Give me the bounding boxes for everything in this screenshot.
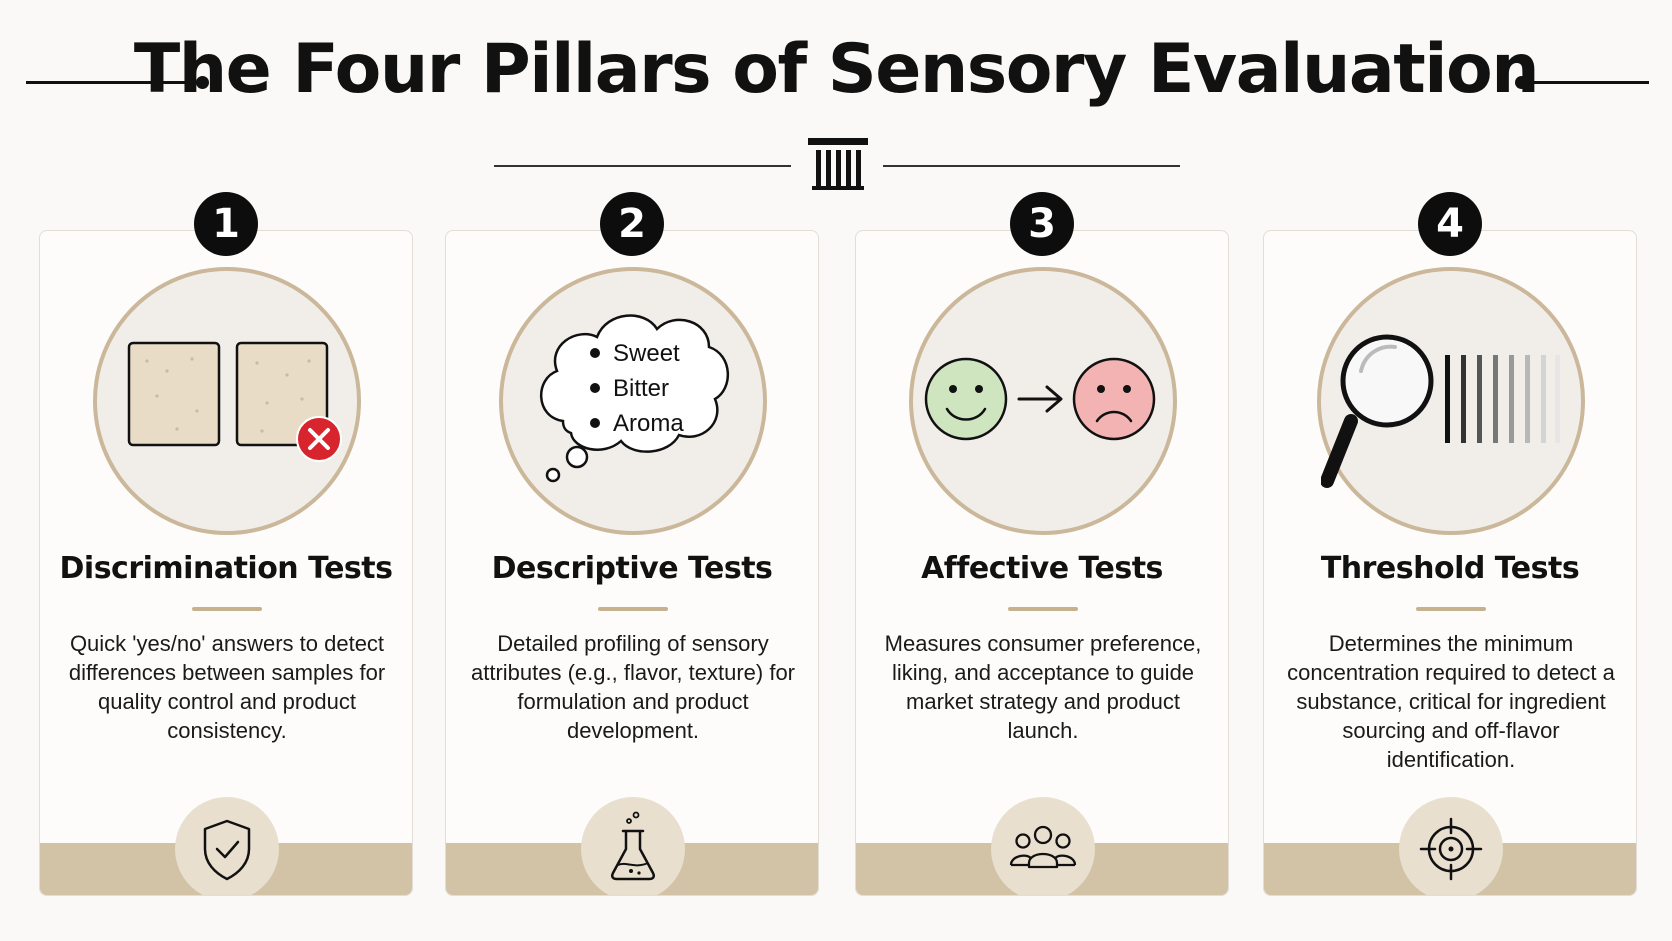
crosshair-target-icon [1419, 817, 1483, 881]
flask-icon [610, 811, 656, 881]
card-title-rule [598, 607, 668, 611]
two-samples-with-reject-icon [127, 341, 342, 462]
card-affective-tests: Affective Tests Measures consumer prefer… [855, 230, 1229, 896]
title-divider-right [1521, 81, 1649, 84]
magnifier-gradient-icon [1321, 334, 1560, 488]
subtitle-divider-left [494, 165, 791, 167]
hero-circle: Sweet Bitter Aroma [499, 267, 767, 535]
card-title-rule [192, 607, 262, 611]
step-number-badge: 3 [1010, 192, 1074, 256]
card-threshold-tests: Threshold Tests Determines the minimum c… [1263, 230, 1637, 896]
thought-bubble-icon: Sweet Bitter Aroma [540, 314, 730, 483]
card-description: Measures consumer preference, liking, an… [884, 631, 1202, 743]
hero-circle [93, 267, 361, 535]
card-title: Discrimination Tests [59, 551, 393, 586]
bubble-item: Bitter [613, 375, 669, 402]
title-divider-left [26, 81, 202, 84]
card-descriptive-tests: Sweet Bitter Aroma Descriptive Tests Det… [445, 230, 819, 896]
bubble-item: Sweet [613, 340, 680, 367]
subtitle-divider-right [883, 165, 1180, 167]
card-title-rule [1416, 607, 1486, 611]
card-description: Quick 'yes/no' answers to detect differe… [68, 631, 386, 743]
shield-check-icon [203, 819, 251, 881]
hero-circle [1317, 267, 1585, 535]
step-number-badge: 4 [1418, 192, 1482, 256]
pillar-icon [808, 138, 868, 190]
title-divider-dot-left [196, 76, 209, 89]
bubble-item: Aroma [613, 410, 684, 437]
card-title: Threshold Tests [1320, 551, 1580, 586]
card-description: Detailed profiling of sensory attributes… [470, 631, 796, 743]
footer-icon-circle [991, 797, 1095, 895]
card-description: Determines the minimum concentration req… [1287, 631, 1615, 772]
page-title: The Four Pillars of Sensory Evaluation [133, 30, 1540, 109]
card-discrimination-tests: Discrimination Tests Quick 'yes/no' answ… [39, 230, 413, 896]
people-group-icon [1009, 825, 1077, 869]
footer-icon-circle [175, 797, 279, 895]
card-title-rule [1008, 607, 1078, 611]
hero-circle [909, 267, 1177, 535]
footer-icon-circle [581, 797, 685, 895]
card-title: Affective Tests [921, 551, 1163, 586]
happy-to-sad-face-icon [924, 357, 1156, 441]
card-title: Descriptive Tests [491, 551, 773, 586]
step-number-badge: 2 [600, 192, 664, 256]
step-number-badge: 1 [194, 192, 258, 256]
footer-icon-circle [1399, 797, 1503, 895]
